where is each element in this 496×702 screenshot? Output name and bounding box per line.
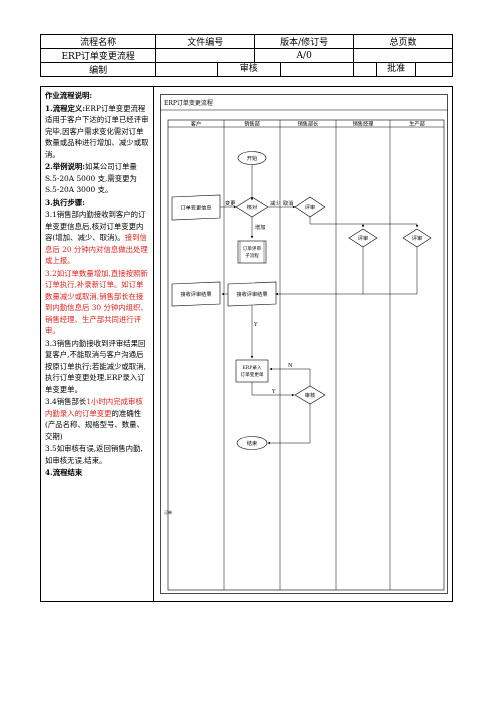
lane-production: 生产部 <box>409 120 425 128</box>
sales-receive-node <box>227 281 277 307</box>
change-info-node <box>171 194 221 221</box>
description-panel: 作业流程说明: 1.流程定义:ERP订单变更流程适用于客户下达的订单已经评审完毕… <box>41 87 154 601</box>
edge-change: 变更 <box>225 199 236 207</box>
section-1: 1.流程定义:ERP订单变更流程适用于客户下达的订单已经评审完毕,因客户需求变化… <box>45 103 149 159</box>
header-table: 流程名称 文件编号 版本/修订号 总页数 ERP订单变更流程 A/0 编制 审核… <box>39 34 453 77</box>
header-prepared-label: 编制 <box>39 62 157 77</box>
flowchart: ERP订单变更流程 客户 销售部 销售部长 销售经理 生产部 订单 开始 订单变… <box>160 94 448 594</box>
header-total-pages-value <box>353 48 453 63</box>
header-process-name-value: ERP订单变更流程 <box>39 48 157 63</box>
header-review-cell: 审核 <box>155 62 355 77</box>
edge-y-1: Y <box>253 322 258 328</box>
customer-receive-label: 接收评审结果 <box>180 290 211 298</box>
erp-label-2: 订单变更单 <box>241 371 264 378</box>
header-approve-label: 批准 <box>377 63 417 76</box>
swimlane-frame <box>167 119 445 591</box>
review-label-1: 评审 <box>305 203 315 211</box>
header-version-value: A/0 <box>254 48 355 63</box>
lane-sales-head: 销售部长 <box>298 120 320 128</box>
flowchart-title: ERP订单变更流程 <box>164 99 213 107</box>
header-file-number-label: 文件编号 <box>155 34 256 49</box>
edge-increase: 增加 <box>255 223 265 231</box>
edge-n: N <box>288 363 293 369</box>
lane-sales-manager: 销售经理 <box>353 120 375 128</box>
step-3-4: 3.4销售部长1小时内完成审核内勤录入的订单变更的准确性(产品名称、规格型号、数… <box>45 397 144 441</box>
subprocess-label-2: 子流程 <box>245 252 259 259</box>
check-label: 核对 <box>247 203 257 211</box>
audit-label: 审核 <box>305 391 315 399</box>
side-label: 订单 <box>164 509 172 515</box>
review-label-3: 评审 <box>412 234 422 242</box>
erp-label-1: ERP录入 <box>242 364 261 371</box>
flowchart-border <box>160 94 448 594</box>
section-3-title: 3.执行步骤: <box>45 197 86 207</box>
step-3-2: 3.2如订单数量增加,直接按照新订单执行,补录新订单。如订单数量减少或取消,销售… <box>45 268 148 336</box>
start-label: 开始 <box>247 154 258 162</box>
step-3-5: 3.5如审核有误,返回销售内勤,如审核无误,结束。 <box>45 444 143 465</box>
review-label-2: 评审 <box>358 234 368 242</box>
end-label: 结束 <box>247 439 257 447</box>
header-total-pages-label: 总页数 <box>353 34 453 49</box>
header-review-label: 审核 <box>218 63 281 76</box>
header-file-number-value <box>155 48 256 63</box>
step-3-1: 3.1销售部内勤接收到客户的订单变更信息后,核对订单变更内容(增加、减少、取消)… <box>45 210 148 265</box>
end-node <box>236 436 268 450</box>
lane-customer: 客户 <box>191 120 201 128</box>
header-approve-cell: 批准 <box>353 62 453 77</box>
main-frame: 作业流程说明: 1.流程定义:ERP订单变更流程适用于客户下达的订单已经评审完毕… <box>40 86 453 602</box>
subprocess-label-1: 订单评审 <box>243 245 262 252</box>
customer-receive-node <box>171 281 221 307</box>
sales-receive-label: 接收评审结果 <box>236 290 267 298</box>
edge-reduce: 减少 <box>270 199 280 207</box>
step-3-3: 3.3销售内勤接收到评审结果回复客户,不能取消与客户沟通后按原订单执行;若能减少… <box>45 338 146 394</box>
erp-entry-node <box>235 359 269 383</box>
description-title: 作业流程说明: <box>45 91 93 100</box>
header-process-name-label: 流程名称 <box>39 34 157 49</box>
edge-y-2: Y <box>271 389 276 395</box>
lane-sales: 销售部 <box>244 120 260 128</box>
section-2: 2.举例说明:如某公司订单量 S.5-20A 5000 支,需变更为 S.5-2… <box>45 162 137 194</box>
order-review-subprocess <box>237 240 267 264</box>
change-info-label: 订单变更信息 <box>180 204 211 212</box>
header-version-label: 版本/修订号 <box>254 34 355 49</box>
section-4-title: 4.流程结束 <box>45 468 83 477</box>
edge-cancel: 取消 <box>283 199 293 207</box>
